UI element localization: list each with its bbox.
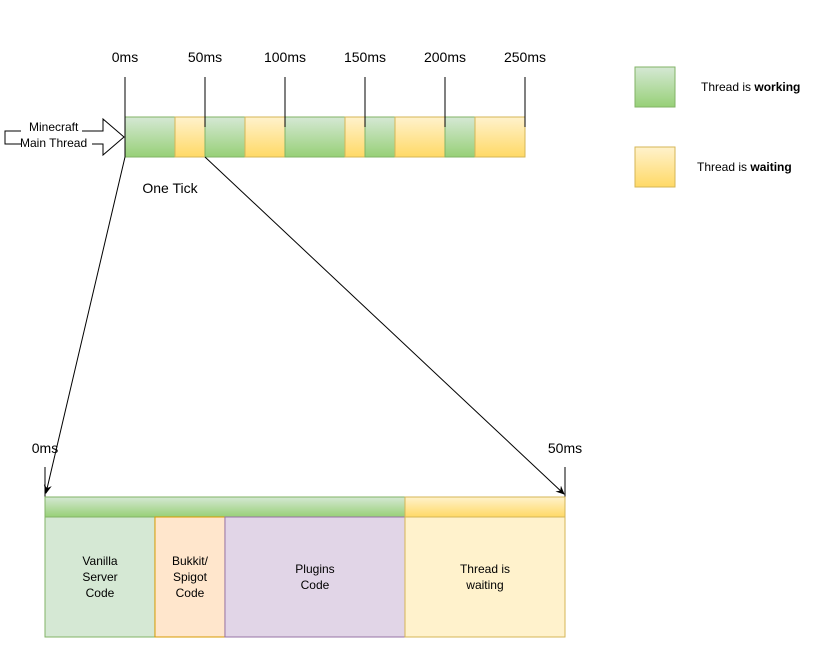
zoom-end-label: 50ms bbox=[547, 440, 583, 456]
legend-waiting-bold: waiting bbox=[750, 160, 792, 174]
zoom-top-segment-working bbox=[44, 496, 406, 518]
breakdown-block bbox=[224, 516, 406, 638]
one-tick-caption: One Tick bbox=[142, 180, 198, 196]
main-thread-arrow-icon bbox=[4, 117, 125, 157]
timeline-tick-label: 100ms bbox=[263, 49, 307, 65]
breakdown-block bbox=[154, 516, 226, 638]
legend-swatch-working bbox=[634, 66, 676, 108]
timeline-segment-working bbox=[364, 116, 396, 158]
timeline-tick-label: 150ms bbox=[343, 49, 387, 65]
timeline-bar bbox=[124, 116, 526, 158]
timeline-tick-label: 250ms bbox=[503, 49, 547, 65]
legend-waiting-prefix: Thread is bbox=[697, 160, 751, 174]
main-thread-label-line1: Minecraft bbox=[29, 120, 79, 134]
timeline-segment-working bbox=[124, 116, 176, 158]
timeline-segment-working bbox=[204, 116, 246, 158]
breakdown-label: Bukkit/ Spigot Code bbox=[171, 554, 208, 600]
legend-swatch-waiting bbox=[634, 146, 676, 188]
timeline-tick-label: 50ms bbox=[187, 49, 223, 65]
legend-label-working: Thread is working bbox=[701, 80, 800, 94]
main-thread-label-line2: Main Thread bbox=[20, 136, 88, 150]
timeline-tick-label: 200ms bbox=[423, 49, 467, 65]
zoom-connector-left bbox=[43, 156, 126, 494]
timeline-segment-waiting bbox=[394, 116, 446, 158]
zoom-start-label: 0ms bbox=[31, 440, 59, 456]
breakdown-block bbox=[404, 516, 566, 638]
timeline-segment-working bbox=[284, 116, 346, 158]
breakdown-label: Thread is waiting bbox=[459, 562, 510, 592]
zoom-breakdown bbox=[44, 516, 566, 638]
legend-working-bold: working bbox=[754, 80, 801, 94]
timeline-segment-working bbox=[444, 116, 476, 158]
breakdown-label: Vanilla Server Code bbox=[82, 554, 118, 600]
timeline-segment-waiting bbox=[474, 116, 526, 158]
legend-label-waiting: Thread is waiting bbox=[697, 160, 792, 174]
zoom-connector-right bbox=[204, 156, 565, 495]
timeline-ticks bbox=[124, 77, 526, 157]
timeline-tick-label: 0ms bbox=[111, 49, 139, 65]
zoom-top-segment-waiting bbox=[404, 496, 566, 518]
timeline-segment-waiting bbox=[174, 116, 206, 158]
breakdown-label: Plugins Code bbox=[295, 562, 335, 592]
timeline-segment-waiting bbox=[344, 116, 366, 158]
legend-working-prefix: Thread is bbox=[701, 80, 755, 94]
timeline-segment-waiting bbox=[244, 116, 286, 158]
zoom-top-bar bbox=[44, 496, 566, 518]
breakdown-block bbox=[44, 516, 156, 638]
